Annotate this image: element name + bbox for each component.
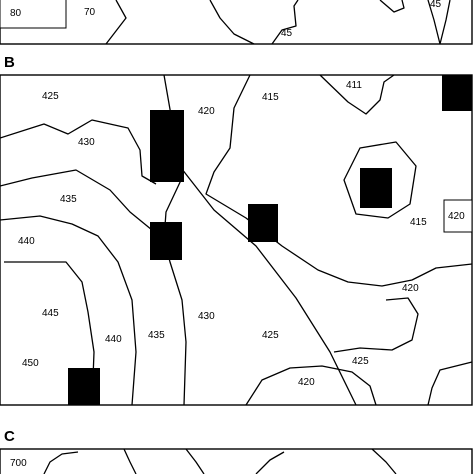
- panel-a-contour: [209, 0, 255, 45]
- contour-label: 411: [346, 80, 362, 91]
- panel-b-contour-435: [0, 169, 153, 231]
- panel-c-letter: C: [4, 428, 15, 445]
- contour-label: 450: [22, 358, 39, 369]
- panel-b-frame: [0, 74, 473, 406]
- panel-c: C 700: [0, 428, 473, 474]
- panel-b: B 425 420 415 411 430 435 440 415 420: [0, 54, 473, 406]
- panel-a-label: 70: [84, 7, 96, 18]
- panel-c-contour: [255, 451, 285, 474]
- contour-label: 415: [262, 92, 279, 103]
- panel-b-block: [150, 110, 184, 182]
- contour-label: 415: [410, 217, 427, 228]
- panel-a-contour: [105, 0, 127, 45]
- contour-label: 445: [42, 308, 59, 319]
- panel-a-label: 45: [430, 0, 442, 10]
- contour-label: 440: [18, 236, 35, 247]
- contour-label: 430: [78, 137, 95, 148]
- panel-b-letter: B: [4, 54, 15, 71]
- panel-b-contour-420b: [333, 297, 419, 353]
- contour-label: 440: [105, 334, 122, 345]
- panel-a: 80 70 45 45: [0, 0, 473, 45]
- contour-label: 425: [352, 356, 369, 367]
- panel-a-contour: [379, 0, 405, 13]
- contour-label: 420: [198, 106, 215, 117]
- panel-a-label: 80: [10, 8, 22, 19]
- contour-label: 420: [298, 377, 315, 388]
- panel-c-contour: [371, 448, 397, 474]
- panel-b-contour-420c: [245, 365, 377, 406]
- contour-label: 425: [42, 91, 59, 102]
- panel-b-block: [442, 75, 472, 111]
- panel-a-contour: [439, 0, 451, 45]
- panel-c-contour: [123, 448, 137, 474]
- contour-label: 425: [262, 330, 279, 341]
- contour-label: 430: [198, 311, 215, 322]
- panel-b-block: [68, 368, 100, 405]
- panel-a-contour: [271, 0, 299, 45]
- panel-b-block: [248, 204, 278, 242]
- panel-b-block: [360, 168, 392, 208]
- contour-label: 420: [402, 283, 419, 294]
- panel-c-contour: [185, 448, 205, 474]
- panel-b-contour-closed: [343, 141, 417, 219]
- panel-c-contour: [43, 451, 79, 474]
- contour-label: 435: [60, 194, 77, 205]
- panel-a-inset-box: [0, 0, 67, 29]
- contour-label: 435: [148, 330, 165, 341]
- panel-b-contour-430: [0, 119, 157, 185]
- panel-b-block: [150, 222, 182, 260]
- panel-c-label: 700: [10, 458, 27, 469]
- panel-a-frame: [0, 0, 473, 45]
- panel-b-inset-box: [443, 199, 473, 233]
- panel-a-label: 45: [281, 28, 293, 39]
- panel-b-contour-440: [0, 215, 137, 406]
- panel-b-contour-415: [205, 74, 473, 287]
- panel-a-contour: [427, 0, 441, 45]
- panel-b-contour-edge: [427, 361, 473, 406]
- panel-b-contour-411: [319, 74, 395, 115]
- panel-b-contour-445: [4, 261, 95, 406]
- contour-label: 420: [448, 211, 465, 222]
